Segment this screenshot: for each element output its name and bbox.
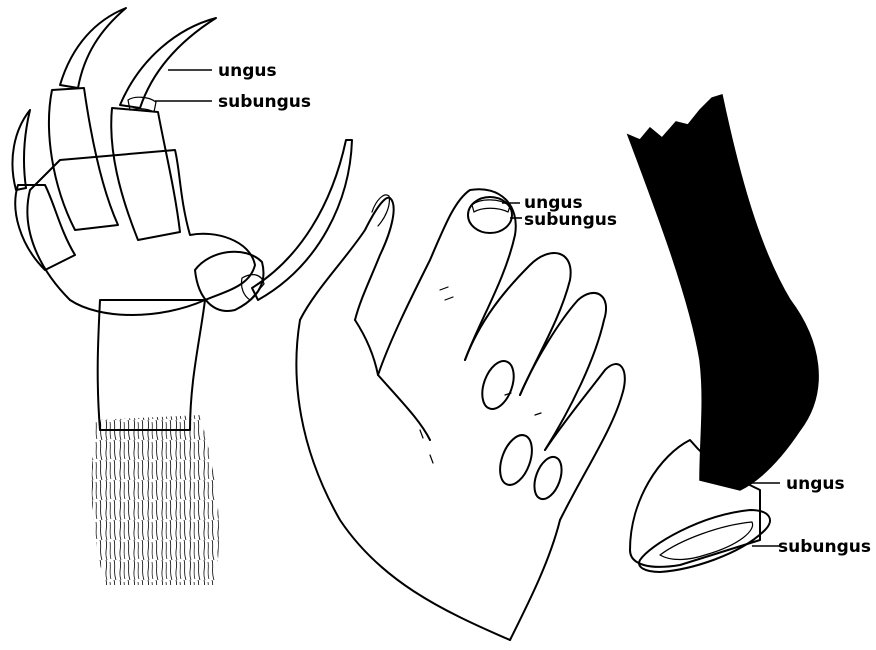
hoof-subungus [660,522,753,560]
little-finger [545,364,625,520]
thumb [300,198,394,320]
leg-feathers [92,415,219,585]
claw-2 [60,8,126,88]
tarsus [98,300,205,430]
hoof-leg [628,95,818,490]
index-finger [378,189,516,375]
toe-1 [15,185,75,270]
bird-claw-drawing: ungus subungus [12,8,352,585]
claw-1 [12,110,30,190]
palm-outline [296,320,510,640]
hoof-ungus-label: ungus [786,474,845,494]
ring-finger [520,293,606,450]
nail-subungus-label: subungus [524,210,617,230]
claw-3 [120,18,216,108]
claw-ungus-label: ungus [218,61,277,81]
skin-creases [420,287,541,463]
claw-hind [252,140,352,300]
claw-subungus-label: subungus [218,92,311,112]
foot-pad [27,150,255,315]
toe-2 [49,88,118,230]
human-hand-drawing: ungus subungus [296,189,624,640]
toe-3 [111,108,180,240]
horse-hoof-drawing: ungus subungus [628,95,871,572]
hoof-sole [639,510,770,572]
ring-nail [494,431,538,489]
little-nail [529,453,567,503]
palm-right [510,520,560,640]
middle-nail [476,357,519,414]
thumb-nail [372,195,389,226]
hoof-subungus-label: subungus [778,537,871,557]
